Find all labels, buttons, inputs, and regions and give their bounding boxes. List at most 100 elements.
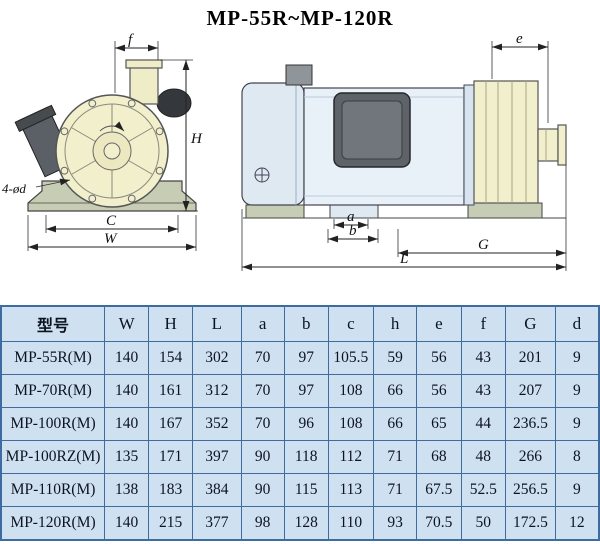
- column-header: L: [192, 305, 242, 342]
- value-cell: 71: [372, 440, 418, 474]
- dimension-W: W: [27, 215, 197, 251]
- pump-head: [473, 80, 539, 204]
- value-cell: 201: [505, 341, 556, 375]
- column-header: H: [148, 305, 194, 342]
- value-cell: 384: [192, 473, 242, 507]
- model-cell: MP-110R(M): [0, 473, 106, 507]
- dim-G-label: G: [478, 237, 489, 253]
- dim-W-label: W: [104, 231, 118, 247]
- dim-f-label: f: [128, 33, 134, 48]
- model-cell: MP-55R(M): [0, 341, 106, 375]
- side-view-drawing: e a b G: [241, 33, 567, 271]
- model-cell: MP-120R(M): [0, 506, 106, 541]
- value-cell: 183: [148, 473, 194, 507]
- rear-foot: [245, 204, 305, 219]
- value-cell: 97: [283, 341, 329, 375]
- value-cell: 90: [240, 440, 285, 474]
- dimension-f: f: [114, 33, 159, 93]
- value-cell: 50: [460, 506, 507, 541]
- value-cell: 70: [240, 341, 285, 375]
- column-header: W: [104, 305, 150, 342]
- page-title: MP-55R~MP-120R: [206, 6, 394, 30]
- value-cell: 135: [104, 440, 150, 474]
- dimension-b: b: [327, 223, 379, 243]
- front-foot: [467, 202, 543, 219]
- value-cell: 161: [148, 374, 194, 408]
- column-header: f: [460, 305, 507, 342]
- value-cell: 8: [554, 440, 600, 474]
- value-cell: 108: [327, 407, 375, 441]
- model-cell: MP-70R(M): [0, 374, 106, 408]
- value-cell: 12: [554, 506, 600, 541]
- adapter-flange: [463, 84, 475, 206]
- model-cell: MP-100RZ(M): [0, 440, 106, 474]
- value-cell: 43: [460, 374, 507, 408]
- capacitor-box: [285, 64, 313, 86]
- value-cell: 52.5: [460, 473, 507, 507]
- terminal-box: [333, 92, 411, 168]
- housing-spokes: [71, 104, 153, 198]
- value-cell: 302: [192, 341, 242, 375]
- value-cell: 44: [460, 407, 507, 441]
- model-cell: MP-100R(M): [0, 407, 106, 441]
- dim-C-label: C: [106, 213, 117, 229]
- value-cell: 128: [283, 506, 329, 541]
- value-cell: 236.5: [505, 407, 556, 441]
- value-cell: 110: [327, 506, 375, 541]
- value-cell: 113: [327, 473, 375, 507]
- value-cell: 312: [192, 374, 242, 408]
- dim-a-label: a: [347, 209, 355, 225]
- technical-drawings: f H C W: [2, 33, 567, 271]
- value-cell: 140: [104, 506, 150, 541]
- value-cell: 115: [283, 473, 329, 507]
- value-cell: 97: [283, 374, 329, 408]
- bolt-note: 4-ød: [2, 178, 71, 196]
- value-cell: 66: [372, 407, 418, 441]
- value-cell: 266: [505, 440, 556, 474]
- value-cell: 138: [104, 473, 150, 507]
- value-cell: 112: [327, 440, 375, 474]
- value-cell: 71: [372, 473, 418, 507]
- value-cell: 70: [240, 407, 285, 441]
- value-cell: 43: [460, 341, 507, 375]
- value-cell: 167: [148, 407, 194, 441]
- pump-housing: [55, 94, 169, 208]
- value-cell: 9: [554, 407, 600, 441]
- column-header: d: [554, 305, 600, 342]
- dimension-G: G: [397, 165, 567, 271]
- inlet-port: [125, 59, 163, 105]
- dimension-L: L: [241, 209, 566, 271]
- value-cell: 9: [554, 374, 600, 408]
- column-header: e: [416, 305, 462, 342]
- bolt-note-label: 4-ød: [2, 181, 26, 196]
- dimension-a: a: [333, 209, 369, 229]
- value-cell: 377: [192, 506, 242, 541]
- column-header: G: [505, 305, 556, 342]
- motor-rear-cover: [241, 82, 305, 206]
- dim-L-label: L: [399, 251, 408, 267]
- value-cell: 171: [148, 440, 194, 474]
- value-cell: 96: [283, 407, 329, 441]
- value-cell: 9: [554, 473, 600, 507]
- column-header: a: [240, 305, 285, 342]
- dimension-H: H: [160, 59, 203, 212]
- value-cell: 140: [104, 407, 150, 441]
- value-cell: 397: [192, 440, 242, 474]
- value-cell: 90: [240, 473, 285, 507]
- outlet-pipe: [537, 124, 567, 166]
- value-cell: 66: [372, 374, 418, 408]
- value-cell: 93: [372, 506, 418, 541]
- column-header: c: [327, 305, 375, 342]
- value-cell: 105.5: [327, 341, 375, 375]
- dim-H-label: H: [190, 131, 203, 147]
- ground-symbol-icon: [254, 167, 270, 183]
